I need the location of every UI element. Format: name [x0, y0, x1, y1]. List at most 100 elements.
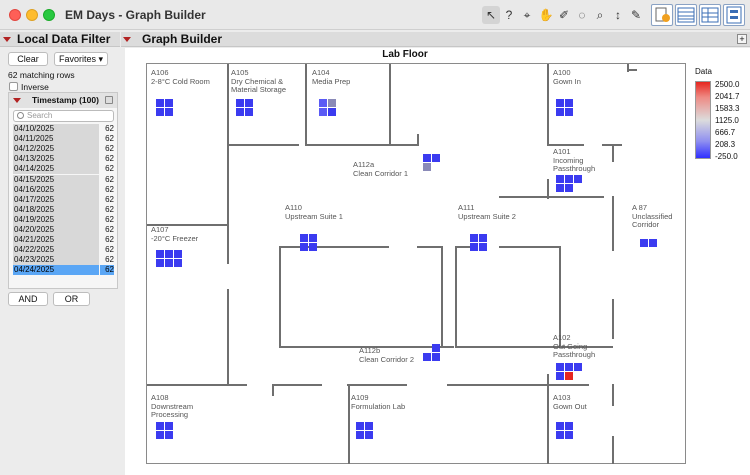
tile[interactable] — [649, 239, 657, 247]
tile[interactable] — [423, 163, 431, 171]
tile[interactable] — [156, 108, 164, 116]
tile[interactable] — [423, 353, 431, 361]
tile[interactable] — [309, 234, 317, 242]
tile[interactable] — [300, 234, 308, 242]
tile[interactable] — [574, 363, 582, 371]
tile[interactable] — [309, 243, 317, 251]
zoom-window-button[interactable] — [43, 9, 55, 21]
tile[interactable] — [156, 250, 164, 258]
tile[interactable] — [432, 154, 440, 162]
tile[interactable] — [319, 99, 327, 107]
tile[interactable] — [300, 243, 308, 251]
graph-builder-header[interactable]: Graph Builder + — [121, 32, 750, 47]
tile[interactable] — [245, 108, 253, 116]
hand-icon[interactable]: ✋ — [538, 8, 554, 22]
tile[interactable] — [365, 422, 373, 430]
tile[interactable] — [165, 431, 173, 439]
filter-menu-icon[interactable] — [3, 37, 11, 42]
tile[interactable] — [165, 259, 173, 267]
tile[interactable] — [156, 99, 164, 107]
tile[interactable] — [556, 175, 564, 183]
timestamp-menu-icon[interactable] — [13, 98, 21, 103]
tile[interactable] — [565, 99, 573, 107]
tile[interactable] — [165, 99, 173, 107]
lasso-icon[interactable]: ◌ — [578, 8, 586, 22]
tile[interactable] — [556, 422, 564, 430]
tile[interactable] — [356, 422, 364, 430]
tile[interactable] — [556, 184, 564, 192]
pen-icon[interactable]: ✎ — [630, 8, 642, 22]
brush-icon[interactable]: ✐ — [558, 8, 570, 22]
graph-menu-icon[interactable] — [123, 37, 131, 42]
tile[interactable] — [470, 243, 478, 251]
tile[interactable] — [556, 431, 564, 439]
tile[interactable] — [574, 175, 582, 183]
tile[interactable] — [565, 108, 573, 116]
tile[interactable] — [165, 108, 173, 116]
tile[interactable] — [556, 363, 564, 371]
help-icon[interactable]: ? — [505, 8, 513, 22]
tile[interactable] — [556, 99, 564, 107]
tile[interactable] — [174, 250, 182, 258]
tile[interactable] — [556, 372, 564, 380]
control-panel-icon[interactable] — [723, 4, 745, 26]
tile[interactable] — [556, 108, 564, 116]
tile[interactable] — [236, 108, 244, 116]
tile[interactable] — [236, 99, 244, 107]
tile[interactable] — [423, 154, 431, 162]
tile[interactable] — [328, 108, 336, 116]
timestamp-header[interactable]: Timestamp (100) — [9, 93, 117, 108]
close-icon[interactable] — [105, 96, 113, 104]
tile[interactable] — [156, 259, 164, 267]
or-button[interactable]: OR — [53, 292, 90, 306]
tile[interactable] — [156, 431, 164, 439]
tile[interactable] — [432, 353, 440, 361]
scroll-icon[interactable]: ↕ — [615, 8, 621, 22]
minimize-window-button[interactable] — [26, 9, 38, 21]
search-input[interactable]: Search — [13, 110, 114, 122]
tile[interactable] — [319, 108, 327, 116]
crosshair-icon[interactable]: ⌖ — [523, 8, 531, 22]
tile[interactable] — [479, 234, 487, 242]
tile[interactable] — [156, 422, 164, 430]
tile[interactable] — [565, 175, 573, 183]
tile[interactable] — [165, 250, 173, 258]
tile[interactable] — [356, 431, 364, 439]
favorites-button[interactable]: Favorites ▾ — [54, 52, 108, 66]
tile[interactable] — [565, 422, 573, 430]
tile[interactable] — [328, 99, 336, 107]
inverse-checkbox[interactable] — [9, 82, 18, 91]
grid-layout-icon[interactable] — [675, 4, 697, 26]
tile[interactable] — [565, 184, 573, 192]
tile[interactable] — [365, 431, 373, 439]
tile[interactable] — [479, 243, 487, 251]
arrow-icon[interactable]: ↖ — [482, 6, 500, 24]
close-window-button[interactable] — [9, 9, 21, 21]
and-button[interactable]: AND — [8, 292, 48, 306]
tile[interactable] — [432, 344, 440, 352]
tile[interactable] — [174, 259, 182, 267]
tile[interactable] — [565, 363, 573, 371]
tile[interactable] — [565, 431, 573, 439]
local-data-filter-header[interactable]: Local Data Filter — [0, 32, 120, 47]
tile[interactable] — [245, 99, 253, 107]
script-icon[interactable] — [651, 4, 673, 26]
tile[interactable] — [165, 422, 173, 430]
tile[interactable] — [565, 372, 573, 380]
columns-icon[interactable] — [699, 4, 721, 26]
